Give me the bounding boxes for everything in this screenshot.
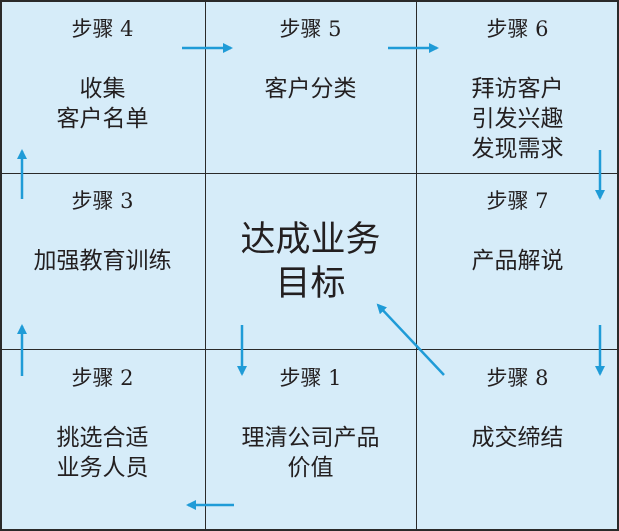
step-label: 步骤 1 — [279, 366, 342, 390]
center-goal-line: 达成业务 — [240, 220, 381, 260]
step-text-line: 客户名单 — [56, 106, 149, 132]
step-text-line: 客户分类 — [264, 76, 357, 102]
step-text-line: 挑选合适 — [56, 425, 149, 451]
step-text-line: 产品解说 — [471, 248, 564, 274]
center-goal: 达成业务 目标 — [205, 218, 416, 306]
step-label: 步骤 2 — [71, 366, 134, 390]
arrow-step8-to-goal — [376, 303, 445, 376]
grid-line-v1 — [205, 0, 206, 531]
step-text-line: 加强教育训练 — [33, 248, 172, 274]
step-text-line: 发现需求 — [471, 136, 564, 162]
step-label: 步骤 8 — [486, 366, 549, 390]
step-text-line: 理清公司产品 — [241, 425, 380, 451]
step-label: 步骤 4 — [71, 17, 134, 41]
step-text-line: 成交缔结 — [471, 425, 564, 451]
step-text-line: 价值 — [287, 455, 334, 481]
step-text-line: 业务人员 — [56, 455, 149, 481]
center-goal-line: 目标 — [275, 264, 346, 304]
step-label: 步骤 7 — [486, 189, 549, 213]
step-text-line: 拜访客户 — [471, 76, 564, 102]
step-label: 步骤 3 — [71, 189, 134, 213]
step-text-line: 收集 — [79, 76, 126, 102]
grid-line-h1 — [0, 173, 619, 174]
step-label: 步骤 6 — [486, 17, 549, 41]
grid-line-h2 — [0, 349, 619, 350]
step-text-line: 引发兴趣 — [471, 106, 564, 132]
cell-step-4: 步骤 4 收集 客户名单 — [0, 0, 205, 173]
cell-step-7: 步骤 7 产品解说 — [416, 173, 619, 349]
cell-step-8: 步骤 8 成交缔结 — [416, 349, 619, 531]
cell-step-2: 步骤 2 挑选合适 业务人员 — [0, 349, 205, 531]
cell-step-1: 步骤 1 理清公司产品 价值 — [205, 349, 416, 531]
step-label: 步骤 5 — [279, 17, 342, 41]
cell-step-3: 步骤 3 加强教育训练 — [0, 173, 205, 349]
grid-line-v2 — [416, 0, 417, 531]
cell-step-6: 步骤 6 拜访客户 引发兴趣 发现需求 — [416, 0, 619, 173]
cell-step-5: 步骤 5 客户分类 — [205, 0, 416, 173]
